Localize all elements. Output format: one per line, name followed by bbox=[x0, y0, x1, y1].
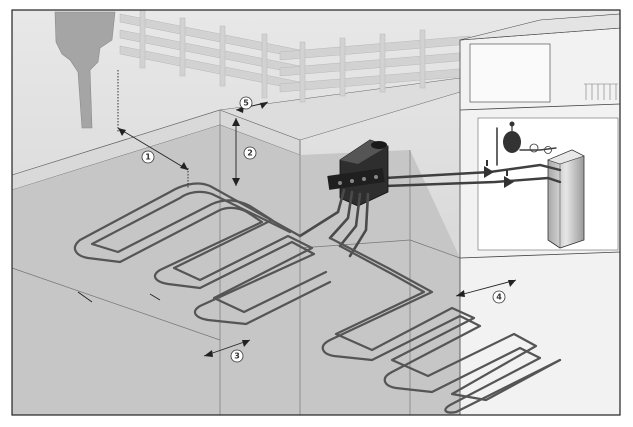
marker-4: 4 bbox=[493, 291, 505, 303]
heat-pump-icon bbox=[548, 150, 584, 248]
marker-3-label: 3 bbox=[234, 352, 240, 361]
marker-3: 3 bbox=[231, 350, 243, 362]
marker-2-label: 2 bbox=[247, 149, 253, 158]
marker-1: 1 bbox=[142, 151, 154, 163]
marker-5: 5 bbox=[240, 97, 252, 109]
marker-1-label: 1 bbox=[145, 153, 151, 162]
marker-4-label: 4 bbox=[496, 293, 502, 302]
building bbox=[460, 14, 620, 415]
marker-5-label: 5 bbox=[243, 99, 249, 108]
marker-2: 2 bbox=[244, 147, 256, 159]
